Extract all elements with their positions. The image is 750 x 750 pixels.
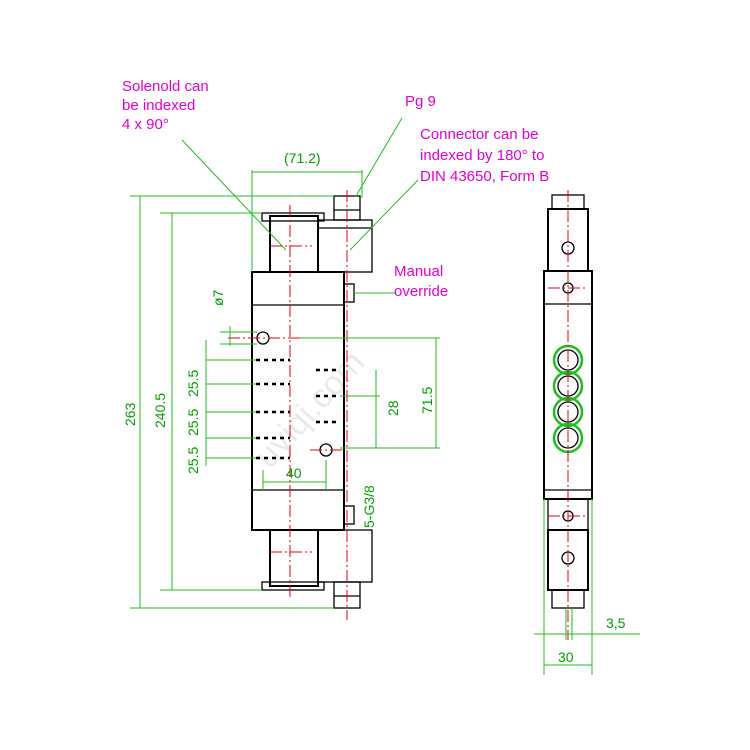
dim-3-5: 3,5 [606,615,626,631]
front-view [130,117,440,620]
manual-note-line-1: Manual [394,263,443,280]
dim-40: 40 [286,465,302,481]
connector-note-line-1: Connector can be [420,126,538,143]
connector-note-line-2: indexed by 180° to [420,147,544,164]
dim-25-5-b: 25.5 [185,409,201,436]
dim-263: 263 [122,402,138,426]
connector-note-line-3: DIN 43650, Form B [420,168,549,185]
watermark: uyiqi.com [248,343,372,475]
port-label: 5-G3/8 [361,485,377,528]
dim-dia-7: ø7 [210,289,226,306]
dim-240-5: 240.5 [152,393,168,428]
pg-note: Pg 9 [405,93,436,110]
dim-71-5: 71.5 [419,387,435,414]
manual-note-line-2: override [394,283,448,300]
solenoid-note-line-2: be indexed [122,97,195,114]
dim-25-5-c: 25.5 [185,447,201,474]
dim-25-5-a: 25.5 [185,370,201,397]
dim-28: 28 [385,400,401,416]
dim-width-top: (71.2) [284,150,321,166]
dim-30: 30 [558,649,574,665]
side-view [534,190,640,675]
solenoid-note-line-1: Solenold can [122,78,209,95]
solenoid-note-line-3: 4 x 90° [122,116,169,133]
